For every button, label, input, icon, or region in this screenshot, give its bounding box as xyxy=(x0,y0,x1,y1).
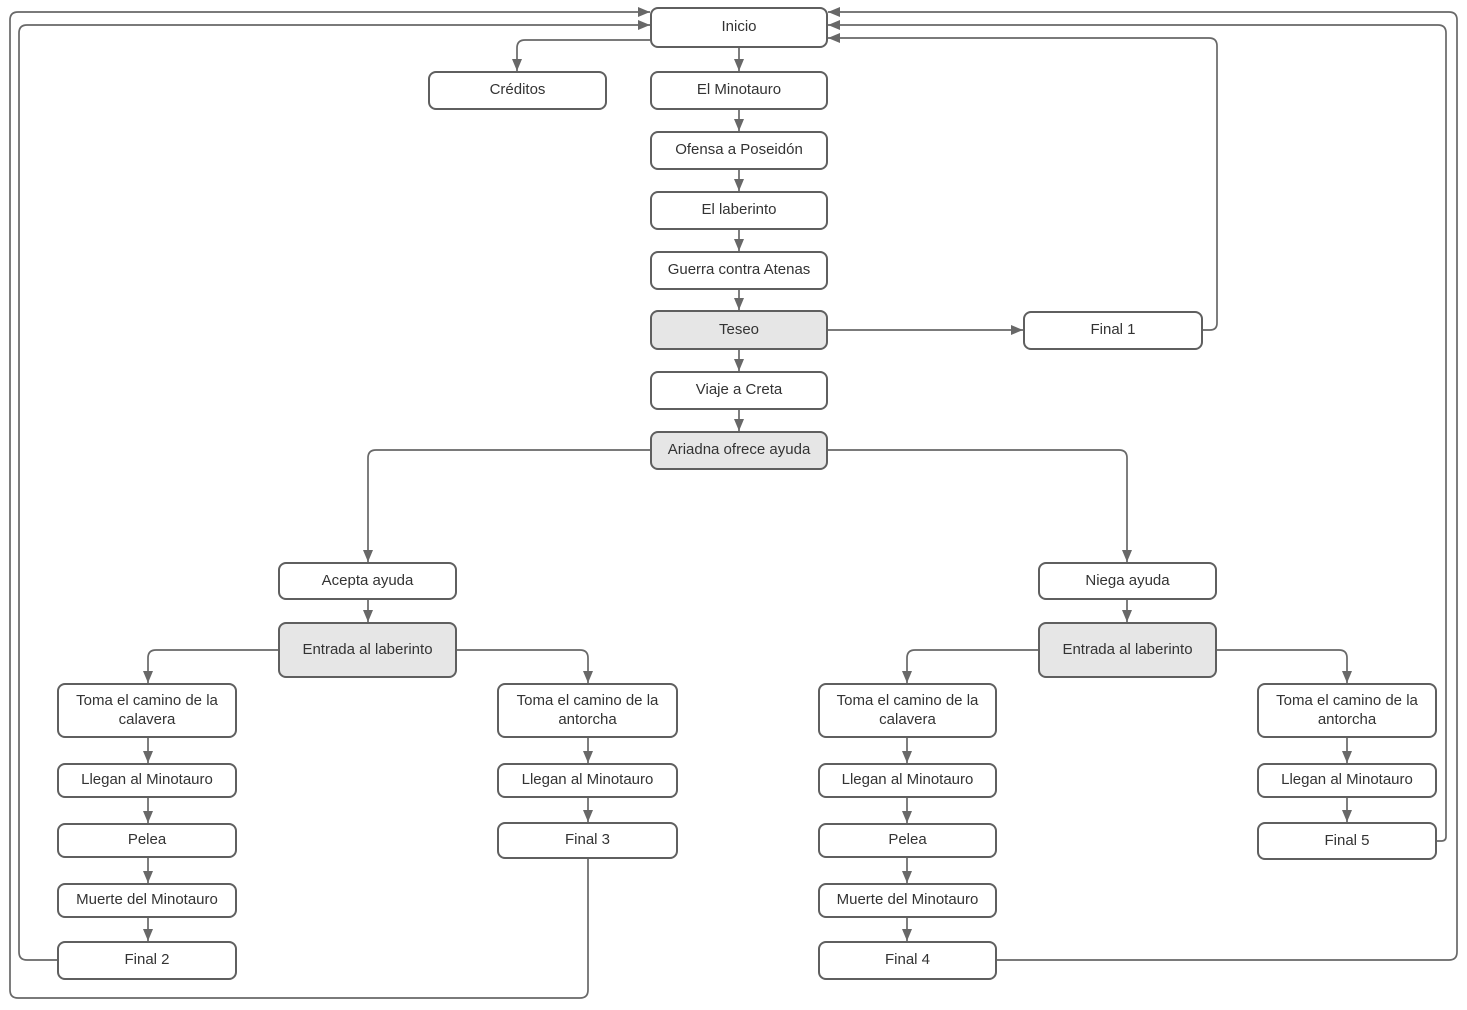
node-label: Final 5 xyxy=(1324,831,1370,849)
node-label: Muerte del Minotauro xyxy=(76,891,218,909)
node-niega-ayuda[interactable]: Niega ayuda xyxy=(1038,562,1217,600)
node-ariadna-ofrece-ayuda[interactable]: Ariadna ofrece ayuda xyxy=(650,431,828,470)
node-label: Pelea xyxy=(127,831,167,849)
node-final-5[interactable]: Final 5 xyxy=(1257,822,1437,860)
node-label: Llegan al Minotauro xyxy=(841,771,974,789)
node-teseo[interactable]: Teseo xyxy=(650,310,828,350)
node-label: Muerte del Minotauro xyxy=(836,891,979,909)
node-label: Ariadna ofrece ayuda xyxy=(667,441,811,459)
edge-final-2-inicio xyxy=(18,20,650,961)
edge-final-4-inicio xyxy=(828,7,1458,961)
node-label: Llegan al Minotauro xyxy=(521,771,654,789)
node-label: Llegan al Minotauro xyxy=(81,771,213,789)
node-guerra-contra-atenas[interactable]: Guerra contra Atenas xyxy=(650,251,828,290)
node-label: El laberinto xyxy=(701,201,777,219)
edge-inicio-creditos xyxy=(512,39,650,71)
node-label: Toma el camino de la calavera xyxy=(836,691,979,728)
node-entrada-laberinto-izq[interactable]: Entrada al laberinto xyxy=(278,622,457,678)
node-entrada-laberinto-der[interactable]: Entrada al laberinto xyxy=(1038,622,1217,678)
node-label: Entrada al laberinto xyxy=(1062,640,1193,658)
node-camino-calavera-izq[interactable]: Toma el camino de la calavera xyxy=(57,683,237,738)
node-camino-antorcha-der[interactable]: Toma el camino de la antorcha xyxy=(1257,683,1437,738)
node-ofensa-a-poseidon[interactable]: Ofensa a Poseidón xyxy=(650,131,828,170)
node-el-minotauro[interactable]: El Minotauro xyxy=(650,71,828,110)
node-camino-antorcha-izq[interactable]: Toma el camino de la antorcha xyxy=(497,683,678,738)
edge-entrada-laberinto-izq-camino-calavera-izq xyxy=(143,649,278,683)
node-label: Toma el camino de la antorcha xyxy=(516,691,659,728)
node-final-2[interactable]: Final 2 xyxy=(57,941,237,980)
node-label: El Minotauro xyxy=(696,81,782,99)
node-inicio[interactable]: Inicio xyxy=(650,7,828,48)
node-label: Final 1 xyxy=(1090,321,1136,339)
node-pelea-izq[interactable]: Pelea xyxy=(57,823,237,858)
node-llegan-minotauro-antorcha-der[interactable]: Llegan al Minotauro xyxy=(1257,763,1437,798)
node-label: Final 3 xyxy=(564,831,611,849)
node-label: Toma el camino de la calavera xyxy=(76,691,218,728)
node-label: Entrada al laberinto xyxy=(302,640,433,658)
node-el-laberinto[interactable]: El laberinto xyxy=(650,191,828,230)
node-final-4[interactable]: Final 4 xyxy=(818,941,997,980)
edge-ariadna-ofrece-ayuda-niega-ayuda xyxy=(828,449,1132,562)
node-label: Toma el camino de la antorcha xyxy=(1276,691,1418,728)
node-label: Viaje a Creta xyxy=(695,381,783,399)
node-creditos[interactable]: Créditos xyxy=(428,71,607,110)
node-muerte-minotauro-der[interactable]: Muerte del Minotauro xyxy=(818,883,997,918)
node-pelea-der[interactable]: Pelea xyxy=(818,823,997,858)
node-camino-calavera-der[interactable]: Toma el camino de la calavera xyxy=(818,683,997,738)
node-llegan-minotauro-antorcha-izq[interactable]: Llegan al Minotauro xyxy=(497,763,678,798)
node-final-3[interactable]: Final 3 xyxy=(497,822,678,859)
edge-ariadna-ofrece-ayuda-acepta-ayuda xyxy=(363,449,650,562)
node-label: Niega ayuda xyxy=(1085,571,1170,589)
node-viaje-a-creta[interactable]: Viaje a Creta xyxy=(650,371,828,410)
node-label: Final 2 xyxy=(124,951,170,969)
node-label: Ofensa a Poseidón xyxy=(675,141,803,159)
node-acepta-ayuda[interactable]: Acepta ayuda xyxy=(278,562,457,600)
node-label: Créditos xyxy=(489,81,546,99)
node-label: Teseo xyxy=(718,320,760,338)
edge-entrada-laberinto-izq-camino-antorcha-izq xyxy=(457,649,593,683)
node-label: Inicio xyxy=(721,18,757,36)
edge-final-1-inicio xyxy=(828,33,1218,331)
node-final-1[interactable]: Final 1 xyxy=(1023,311,1203,350)
node-label: Guerra contra Atenas xyxy=(667,261,811,279)
node-muerte-minotauro-izq[interactable]: Muerte del Minotauro xyxy=(57,883,237,918)
node-label: Pelea xyxy=(888,831,927,849)
node-label: Llegan al Minotauro xyxy=(1281,771,1413,789)
node-label: Acepta ayuda xyxy=(321,571,414,589)
node-llegan-minotauro-calavera-izq[interactable]: Llegan al Minotauro xyxy=(57,763,237,798)
edge-entrada-laberinto-der-camino-calavera-der xyxy=(902,649,1038,683)
edge-entrada-laberinto-der-camino-antorcha-der xyxy=(1217,649,1352,683)
node-llegan-minotauro-calavera-der[interactable]: Llegan al Minotauro xyxy=(818,763,997,798)
node-label: Final 4 xyxy=(884,951,931,969)
